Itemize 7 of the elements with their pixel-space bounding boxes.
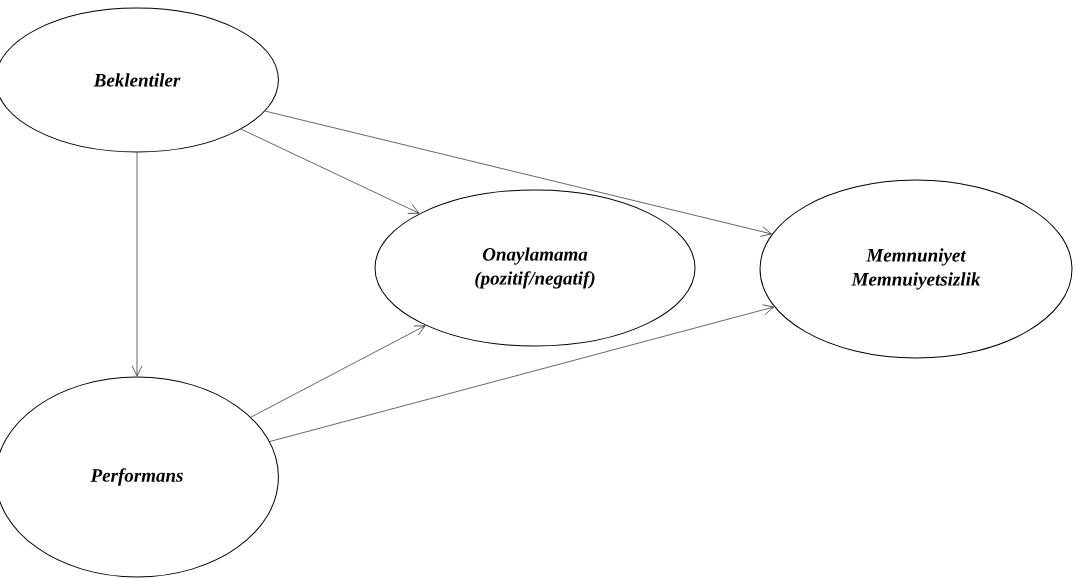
ellipse-node: Onaylamama (pozitif/negatif) (374, 189, 696, 347)
arrow (240, 128, 420, 214)
arrow (264, 110, 772, 237)
ellipse-node: Memnuniyet Memnuiyetsizlik (759, 179, 1073, 359)
arrow (269, 304, 774, 442)
arrow (131, 152, 143, 377)
arrow (250, 325, 426, 418)
